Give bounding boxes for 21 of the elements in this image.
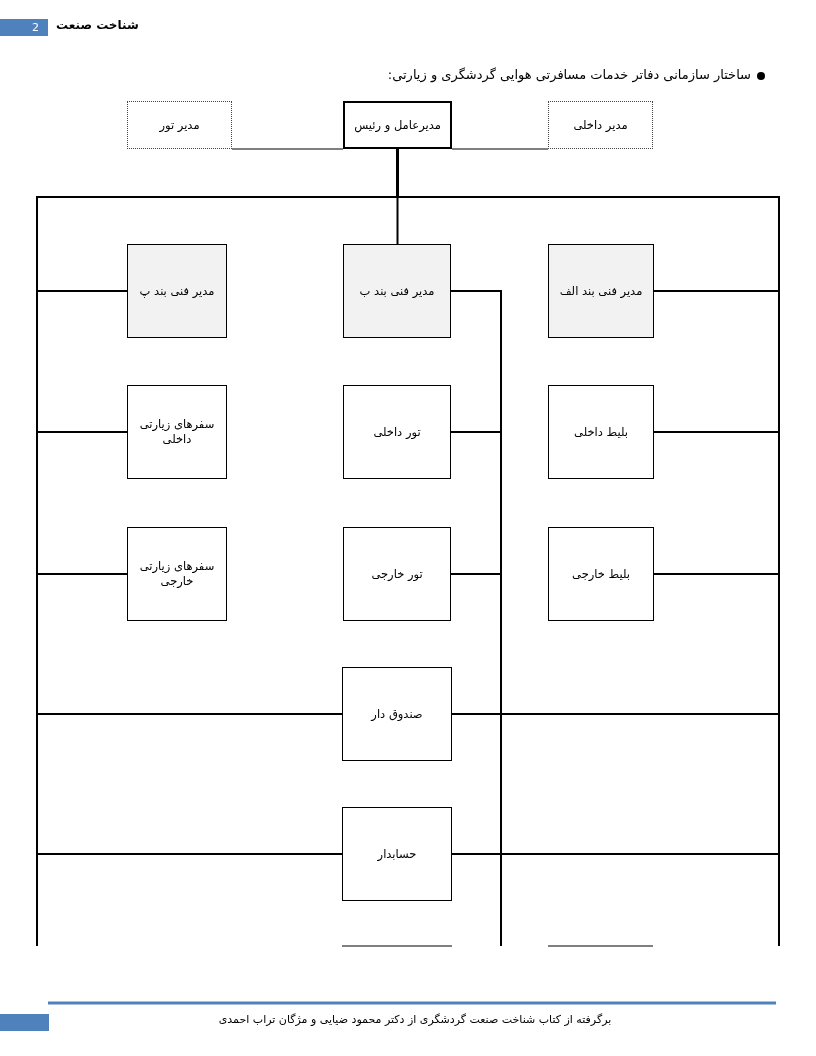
connector-line — [450, 290, 502, 575]
position-box: مدیر فنی بند الف — [548, 244, 654, 338]
position-box: سفرهای زیارتی خارجی — [127, 527, 227, 621]
position-box: بلیط داخلی — [548, 385, 654, 479]
source-note: برگرفته از کتاب شناخت صنعت گردشگری از دکتر محمود ضیایی و مژگان تراب احمدی — [218, 1013, 612, 1026]
position-box: بلیط خارجی — [548, 527, 654, 621]
position-box: مدیر داخلی — [548, 101, 653, 149]
position-box: تور داخلی — [343, 385, 451, 479]
connector-line — [231, 148, 344, 150]
connector-line — [451, 148, 549, 150]
position-box: صندوق دار — [342, 667, 452, 761]
position-box: مدیر تور — [127, 101, 232, 149]
page-number: 2 — [0, 19, 48, 36]
position-box: تور خارجی — [343, 527, 451, 621]
position-box: مدیر فنی بند ب — [343, 244, 451, 338]
position-box: مدیرعامل و رئیس — [343, 101, 452, 149]
position-box: سفرهای زیارتی داخلی — [127, 385, 227, 479]
position-box: مدیر فنی بند پ — [127, 244, 227, 338]
running-header: شناخت صنعت — [56, 18, 139, 32]
position-box: حسابدار — [342, 807, 452, 901]
heading: ساختار سازمانی دفاتر خدمات مسافرتی هوایی گردشگری و زیارتی: — [387, 67, 751, 82]
